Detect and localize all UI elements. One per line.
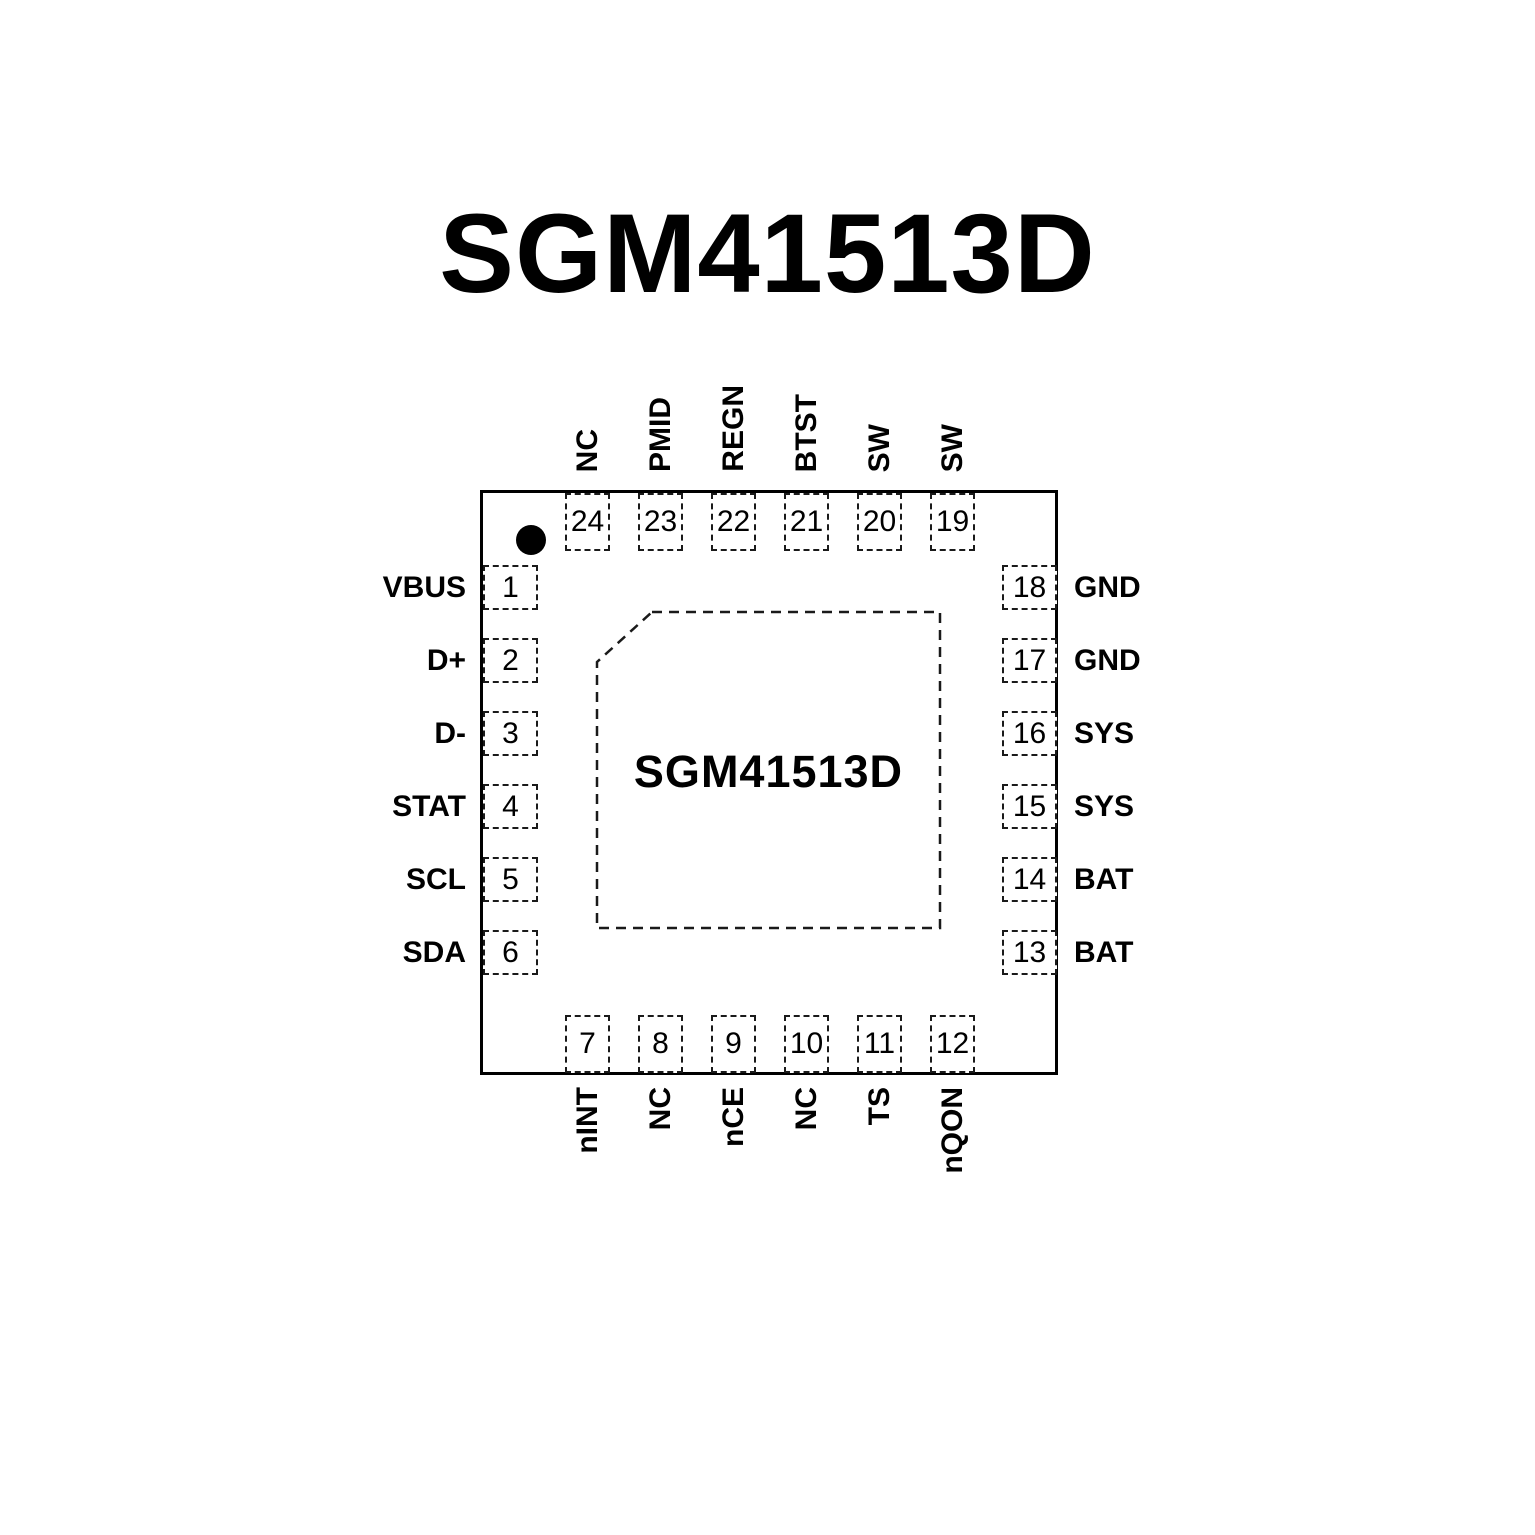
pin-18-number: 18 <box>1012 570 1047 604</box>
pin-21-label: BTST <box>790 393 823 472</box>
pin-4-pad: 4 <box>483 784 538 829</box>
pin-19-label: SW <box>936 423 969 472</box>
pin-23-pad: 23 <box>638 493 683 551</box>
pin1-indicator-dot <box>516 525 546 555</box>
pin-22-number: 22 <box>716 505 751 538</box>
pin-3-label: D- <box>434 717 466 750</box>
pin-15-pad: 15 <box>1002 784 1057 829</box>
pin-23-label: PMID <box>644 397 677 472</box>
pin-9-pad: 9 <box>711 1015 756 1073</box>
pin-5-number: 5 <box>502 862 519 896</box>
pin-21-number: 21 <box>789 505 824 538</box>
die-label: SGM41513D <box>633 746 904 797</box>
pin-7-label: nINT <box>571 1087 604 1154</box>
pin-1-number: 1 <box>502 570 519 604</box>
pin-20-pad: 20 <box>857 493 902 551</box>
pin-13-number: 13 <box>1012 935 1047 969</box>
pin-2-label: D+ <box>426 644 466 677</box>
pin-22-label: REGN <box>717 385 750 472</box>
pin-5-label: SCL <box>406 863 466 896</box>
pin-3-pad: 3 <box>483 711 538 756</box>
pin-14-number: 14 <box>1012 862 1047 896</box>
pin-20-number: 20 <box>862 505 897 538</box>
pin-10-number: 10 <box>789 1027 824 1060</box>
pin-13-pad: 13 <box>1002 930 1057 975</box>
pin-8-pad: 8 <box>638 1015 683 1073</box>
pin-16-label: SYS <box>1074 717 1135 750</box>
pin-1-pad: 1 <box>483 565 538 610</box>
pin-15-label: SYS <box>1074 790 1135 823</box>
pin-17-number: 17 <box>1012 643 1047 677</box>
left-pin-labels: VBUS D+ D- STAT SCL SDA <box>383 565 466 975</box>
pin-18-pad: 18 <box>1002 565 1057 610</box>
pin-4-number: 4 <box>502 789 519 823</box>
pin-1-label: VBUS <box>382 571 466 604</box>
page-title: SGM41513D <box>439 191 1096 316</box>
pin-17-pad: 17 <box>1002 638 1057 683</box>
pin-22-pad: 22 <box>711 493 756 551</box>
pin-16-number: 16 <box>1012 716 1047 750</box>
pin-16-pad: 16 <box>1002 711 1057 756</box>
pin-3-number: 3 <box>502 716 519 750</box>
pin-6-label: SDA <box>402 936 466 969</box>
pin-12-number: 12 <box>935 1027 970 1060</box>
pin-11-label: TS <box>863 1087 896 1126</box>
left-pins: 1 2 3 4 5 6 <box>483 565 538 975</box>
pin-2-pad: 2 <box>483 638 538 683</box>
pin-12-label: nQON <box>936 1087 969 1174</box>
pin-11-pad: 11 <box>857 1015 902 1073</box>
pin-24-pad: 24 <box>565 493 610 551</box>
pin-8-number: 8 <box>652 1027 669 1060</box>
pin-12-pad: 12 <box>930 1015 975 1073</box>
pin-13-label: BAT <box>1074 936 1134 969</box>
pin-14-label: BAT <box>1074 863 1134 896</box>
pin-8-label: NC <box>644 1087 677 1131</box>
pin-15-number: 15 <box>1012 789 1047 823</box>
pin-5-pad: 5 <box>483 857 538 902</box>
pin-11-number: 11 <box>863 1027 896 1060</box>
pin-24-label: NC <box>571 428 604 472</box>
top-pins: 24 23 22 21 20 19 <box>565 493 975 551</box>
pin-2-number: 2 <box>502 643 519 677</box>
pin-23-number: 23 <box>643 505 678 538</box>
right-pin-labels: GND GND SYS SYS BAT BAT <box>1074 565 1141 975</box>
pin-21-pad: 21 <box>784 493 829 551</box>
pin-4-label: STAT <box>392 790 466 823</box>
pin-10-pad: 10 <box>784 1015 829 1073</box>
pin-19-pad: 19 <box>930 493 975 551</box>
pin-7-number: 7 <box>579 1027 596 1060</box>
right-pins: 18 17 16 15 14 13 <box>1002 565 1057 975</box>
pin-18-label: GND <box>1074 571 1141 604</box>
pin-10-label: NC <box>790 1087 823 1131</box>
pin-14-pad: 14 <box>1002 857 1057 902</box>
pin-19-number: 19 <box>935 505 970 538</box>
pin-9-number: 9 <box>725 1027 742 1060</box>
pin-9-label: nCE <box>717 1087 750 1147</box>
pin-7-pad: 7 <box>565 1015 610 1073</box>
pin-6-number: 6 <box>502 935 519 969</box>
pin-6-pad: 6 <box>483 930 538 975</box>
pin-20-label: SW <box>863 423 896 472</box>
bottom-pins: 7 8 9 10 11 12 <box>565 1015 975 1073</box>
pin-24-number: 24 <box>570 505 605 538</box>
pin-17-label: GND <box>1074 644 1141 677</box>
